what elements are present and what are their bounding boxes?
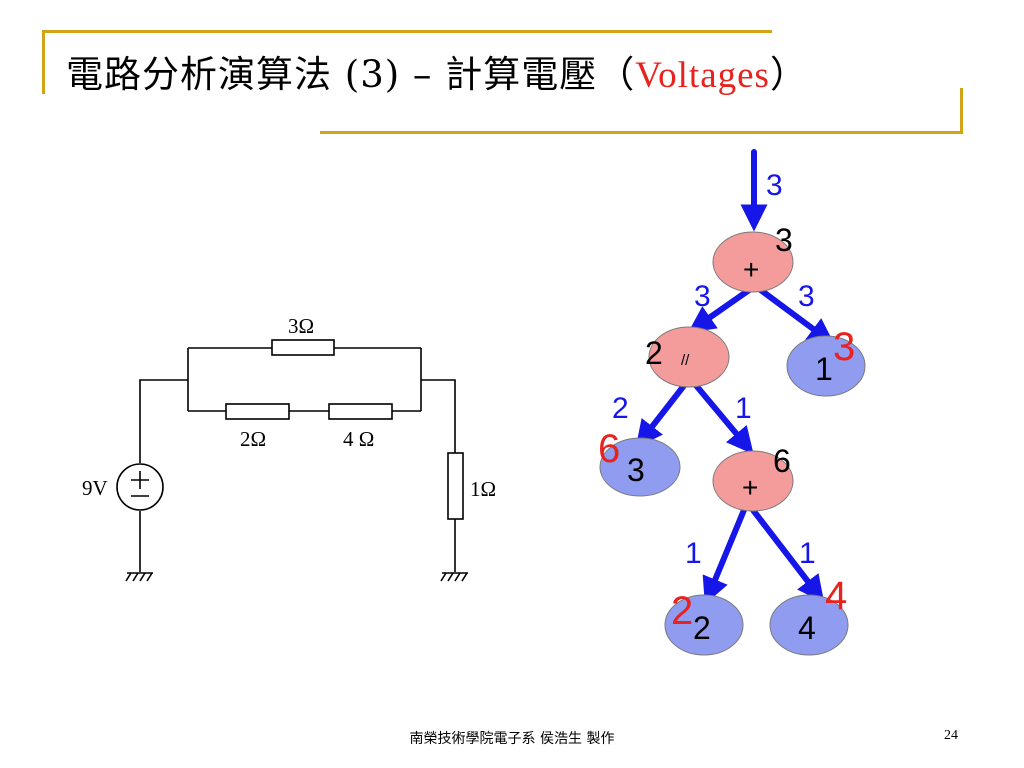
title-accent: Voltages <box>635 55 770 96</box>
root-op: + <box>743 254 759 285</box>
source-plus <box>131 471 149 489</box>
resistor-2ohm <box>225 403 290 420</box>
label-4ohm: 4 Ω <box>343 427 374 451</box>
page-title: 電路分析演算法 (3) – 計算電壓（Voltages） <box>66 44 808 98</box>
node-leaf-4 <box>769 594 849 656</box>
title-frame-left <box>42 30 45 94</box>
current-par-left: 2 <box>612 392 629 425</box>
title-frame-right <box>960 88 963 134</box>
node-leaf-1 <box>786 335 866 397</box>
label-2ohm: 2Ω <box>240 427 266 451</box>
title-frame-bottom <box>320 131 963 134</box>
current-root-right: 3 <box>798 280 815 313</box>
current-input: 3 <box>766 169 783 202</box>
par-op: // <box>681 352 690 369</box>
arrow-root-left <box>687 285 755 333</box>
leaf3-value: 3 <box>627 452 645 488</box>
label-3ohm: 3Ω <box>288 314 314 338</box>
circuit-diagram <box>116 339 468 582</box>
resistor-3ohm <box>271 339 335 356</box>
voltage-leaf3: 6 <box>598 427 620 471</box>
sum-op: + <box>742 472 758 503</box>
arrow-sum-right <box>750 507 825 603</box>
label-1ohm: 1Ω <box>470 477 496 501</box>
resistor-4ohm <box>328 403 393 420</box>
ground-left <box>125 572 153 582</box>
arrow-par-left <box>635 380 689 448</box>
title-main: 電路分析演算法 (3) – 計算電壓（ <box>66 53 636 96</box>
arrow-root-right <box>755 285 835 346</box>
current-sum-left: 1 <box>685 537 702 570</box>
expression-tree: 3 3 3 2 1 1 1 + 3 // 2 1 3 + 6 2 4 3 6 2… <box>598 149 866 656</box>
node-leaf-3 <box>599 437 681 497</box>
title-frame-top <box>42 30 772 33</box>
node-leaf-2 <box>664 594 744 656</box>
current-sum-right: 1 <box>799 537 816 570</box>
resistor-1ohm <box>447 452 464 520</box>
leaf1-value: 1 <box>815 351 833 387</box>
node-parallel <box>648 326 730 388</box>
par-value: 2 <box>645 335 663 371</box>
root-value: 3 <box>775 222 793 258</box>
node-sum-plus <box>712 450 794 512</box>
current-root-left: 3 <box>694 280 711 313</box>
arrow-par-right <box>691 380 754 455</box>
page-number: 24 <box>944 728 958 743</box>
wire-left <box>139 379 188 463</box>
footer-credit: 南榮技術學院電子系 侯浩生 製作 <box>409 731 615 747</box>
voltage-leaf1: 3 <box>833 325 855 369</box>
sum-value: 6 <box>773 443 791 479</box>
leaf2-value: 2 <box>693 610 711 646</box>
ground-right <box>440 572 468 582</box>
label-source: 9V <box>82 476 108 500</box>
current-par-right: 1 <box>735 392 752 425</box>
leaf4-value: 4 <box>798 610 816 646</box>
wire-right <box>421 379 456 453</box>
voltage-leaf4: 4 <box>825 574 847 618</box>
title-close: ） <box>769 53 808 96</box>
arrow-sum-left <box>702 507 747 605</box>
voltage-leaf2: 2 <box>671 589 693 633</box>
node-root-plus <box>712 231 794 293</box>
